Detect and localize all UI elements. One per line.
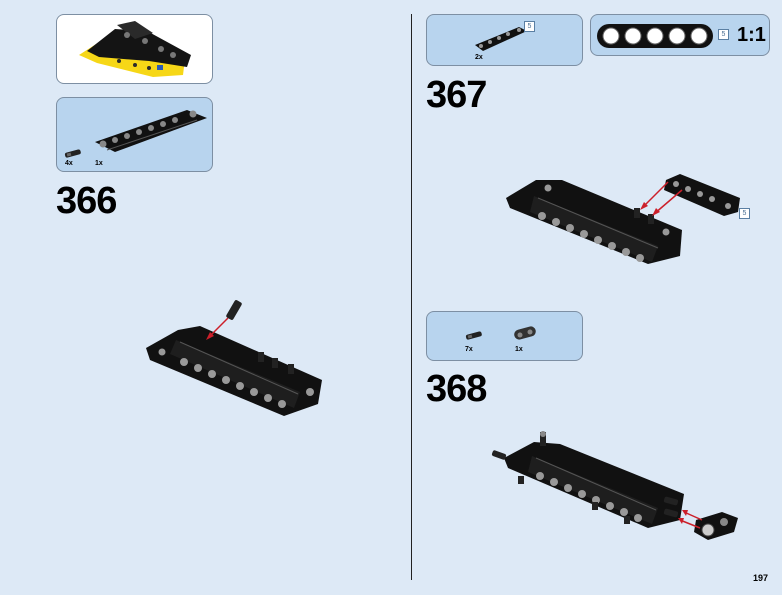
step-366-part-qty: 4x [65,160,73,167]
callout-length-badge: 5 [739,208,750,219]
step-367-assembly-diagram [506,174,740,264]
scale-length-badge: 5 [718,29,729,40]
scale-reference-box: 5 1:1 [590,14,770,56]
part-length-badge: 5 [524,21,535,32]
page-divider [411,14,412,580]
page-number: 197 [752,573,768,583]
subassembly-model-image [79,21,191,77]
step-367-number: 367 [426,74,487,116]
pin-part-icon [64,149,81,158]
step-367-parts-box: 5 2x [426,14,583,66]
pin-part-icon [465,331,482,340]
step-366-part-qty: 1x [95,160,103,167]
step-366-number: 366 [56,180,117,222]
scale-liftarm-image [597,24,713,48]
step-368-number: 368 [426,368,487,410]
step-367-part-qty: 2x [475,54,483,61]
step-368-parts-box: 7x 1x [426,311,583,361]
step-366-assembly-diagram [146,300,322,416]
connector-part-icon [514,326,536,340]
step-366-parts-box: 4x 1x [56,97,213,172]
step-368-assembly-diagram [491,431,738,540]
scale-label: 1:1 [737,24,766,46]
subassembly-preview-box [56,14,213,84]
step-368-part-qty: 7x [465,346,473,353]
step-368-part-qty: 1x [515,346,523,353]
liftarm-part-icon [95,110,207,152]
liftarm-part-icon [475,27,527,51]
